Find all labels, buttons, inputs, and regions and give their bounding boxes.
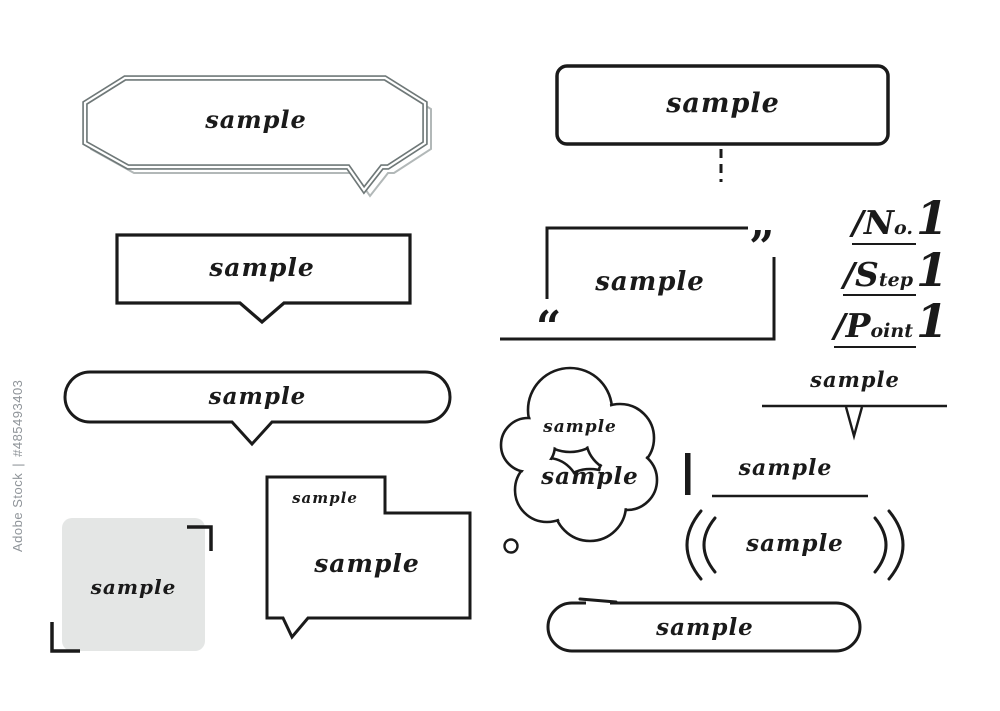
thought-dot <box>503 538 519 554</box>
watermark-asset-id: #485493403 <box>10 379 25 457</box>
cloud-interior <box>502 369 656 540</box>
point-small-text: oint <box>870 320 913 343</box>
point-underlined-text: /Point <box>833 306 916 348</box>
double-parens-heading: sample <box>665 505 925 585</box>
no-small-text: o. <box>894 217 913 239</box>
dashed-tail-box: sample <box>553 62 893 187</box>
gray-square-frame: sample <box>45 510 220 660</box>
cloud-label-top: sample <box>543 417 617 437</box>
quote-frame: ” “ sample <box>495 220 795 355</box>
stepped-speech-bubble: sample sample <box>260 470 480 650</box>
close-quote-mark: ” <box>749 222 775 273</box>
no-underlined-text: /No. <box>851 203 916 245</box>
quote-frame-brackets <box>500 226 776 341</box>
sketch-pill-outline <box>546 601 862 653</box>
octagon-speech-bubble: sample <box>80 70 440 205</box>
sketch-overlap-stroke <box>578 597 618 604</box>
rect-chevron-bubble: sample <box>112 230 422 330</box>
stepped-bubble-shape <box>265 475 472 640</box>
watermark-brand: Adobe Stock <box>10 472 25 552</box>
pill-chevron-bubble-shape <box>63 370 452 447</box>
bar-underline-shape <box>685 453 868 498</box>
point-big-text: /P <box>833 306 871 346</box>
gray-square-label: sample <box>90 575 177 599</box>
quote-frame-label: sample <box>595 267 705 297</box>
cloud-thought-bubble: sample sample <box>495 360 680 565</box>
octagon-bubble-label: sample <box>205 105 307 134</box>
watermark-separator: | <box>10 462 25 467</box>
bar-underline-label: sample <box>738 455 833 481</box>
open-quote-mark: “ <box>536 302 562 353</box>
gray-square-fill <box>62 518 205 651</box>
underline-arrow-label: sample <box>810 367 900 392</box>
sketch-pill-shape <box>546 597 862 653</box>
double-parens-label: sample <box>746 530 844 557</box>
rect-chevron-bubble-label: sample <box>209 253 315 282</box>
step-small-text: tep <box>878 268 913 291</box>
gray-square-shape <box>50 518 213 653</box>
watermark: Adobe Stock | #485493403 <box>10 374 25 552</box>
octagon-bubble-outline-gap <box>83 76 427 192</box>
sketch-pill-frame: sample <box>540 595 870 663</box>
numbered-label-no: /No.1 <box>851 191 948 245</box>
cloud-thought-bubble-shape <box>499 366 659 554</box>
pill-chevron-bubble-outline <box>63 370 452 447</box>
dashed-tail-box-label: sample <box>666 88 780 119</box>
quote-frame-shape <box>500 226 776 341</box>
down-chevron-icon <box>844 406 864 441</box>
stepped-bubble-label-large: sample <box>314 549 420 578</box>
pill-chevron-bubble-label: sample <box>208 383 307 410</box>
point-number: 1 <box>915 294 948 349</box>
left-parens-icon <box>685 509 717 581</box>
stepped-bubble-label-small: sample <box>292 489 358 507</box>
rect-chevron-bubble-shape <box>115 233 412 325</box>
vertical-bar <box>685 453 691 495</box>
sketch-pill-label: sample <box>656 614 754 641</box>
pill-chevron-bubble: sample <box>60 365 460 450</box>
step-big-text: /S <box>842 254 879 294</box>
no-big-text: /N <box>851 203 895 242</box>
underline-arrow-shape <box>762 404 947 441</box>
dashed-tail-box-shape <box>555 64 890 182</box>
no-number: 1 <box>915 191 948 245</box>
double-parens-shape <box>685 509 905 581</box>
stepped-bubble-outline <box>265 475 472 640</box>
corner-brackets <box>50 525 213 653</box>
cloud-label-bottom: sample <box>541 463 639 490</box>
step-underlined-text: /Step <box>842 254 916 297</box>
underline-arrow-heading: sample <box>755 367 955 443</box>
bar-underline-heading: sample <box>680 450 880 505</box>
octagon-bubble-shape <box>82 75 432 198</box>
dashed-tail-box-outline <box>555 64 890 146</box>
rect-chevron-bubble-outline <box>115 233 412 325</box>
right-parens-icon <box>873 509 905 581</box>
step-number: 1 <box>915 242 948 297</box>
